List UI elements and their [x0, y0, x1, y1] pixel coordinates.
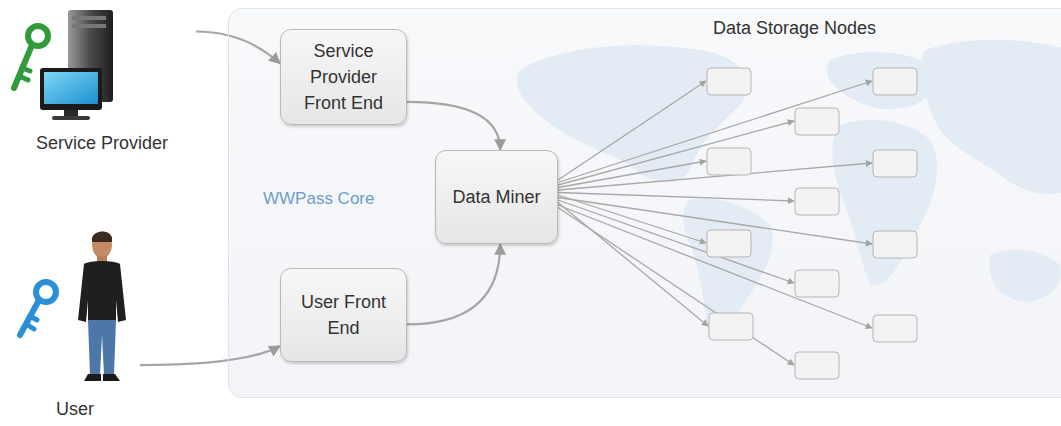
process-box: Service Provider Front End [280, 29, 407, 125]
actor-caption: User [56, 396, 94, 422]
storage-node-box [873, 150, 917, 177]
storage-node-box [795, 108, 839, 135]
storage-node-box [795, 352, 839, 379]
map-continent [827, 52, 936, 109]
storage-node-box [873, 68, 917, 95]
tower-slot [72, 16, 106, 20]
process-box: Data Miner [435, 150, 558, 244]
person-sweater [78, 261, 126, 322]
storage-node-box [707, 68, 751, 95]
storage-arrow [558, 205, 872, 328]
process-box: User Front End [280, 268, 407, 362]
storage-node-box [709, 313, 753, 340]
flow-arrow [196, 32, 280, 64]
person-hair [92, 232, 112, 242]
key-shaft [20, 300, 39, 335]
storage-group [558, 68, 917, 379]
storage-arrow [558, 193, 794, 202]
key-teeth [26, 316, 37, 329]
service-provider-icon: Service Provider [8, 6, 196, 156]
box-text: User Front End [287, 289, 400, 341]
storage-arrow [558, 208, 794, 366]
box-text: Data Miner [452, 184, 540, 210]
person-shoes [84, 374, 120, 381]
world-map [517, 40, 1061, 338]
storage-node-box [873, 315, 917, 342]
actor-caption: Service Provider [36, 130, 168, 156]
server-computer-icon [40, 10, 113, 120]
map-continent [921, 40, 1061, 194]
flow-arrow [407, 102, 500, 150]
storage-node-box [795, 188, 839, 215]
section-label: Data Storage Nodes [713, 18, 876, 39]
person-jeans [88, 320, 116, 375]
flow-arrow [407, 244, 500, 324]
storage-node-box [873, 231, 917, 258]
core-panel: WWPass CoreService Provider Front EndDat… [228, 8, 1061, 398]
core-panel-fill [228, 8, 1061, 398]
blue-key-icon [20, 282, 56, 335]
box-text: Service Provider Front End [287, 38, 400, 116]
storage-node-box [795, 270, 839, 297]
map-continent [989, 250, 1061, 302]
storage-arrow [558, 200, 794, 283]
map-continent [832, 120, 937, 286]
user-icon: User [10, 226, 140, 422]
tower-slot [72, 24, 106, 28]
monitor-stand [64, 110, 78, 116]
key-shaft [14, 45, 32, 88]
person-head [92, 232, 112, 258]
flow-arrow [140, 346, 280, 365]
storage-arrow [558, 195, 706, 243]
storage-arrow [558, 203, 708, 327]
storage-arrow [558, 121, 794, 185]
person-figure [78, 232, 126, 381]
green-key-icon [14, 26, 48, 88]
key-teeth [19, 68, 30, 80]
region-title: WWPass Core [263, 187, 374, 212]
monitor-frame [40, 68, 102, 110]
storage-node-box [707, 148, 751, 175]
storage-node-box [707, 230, 751, 257]
monitor-screen [44, 72, 98, 104]
monitor-base [52, 116, 90, 120]
